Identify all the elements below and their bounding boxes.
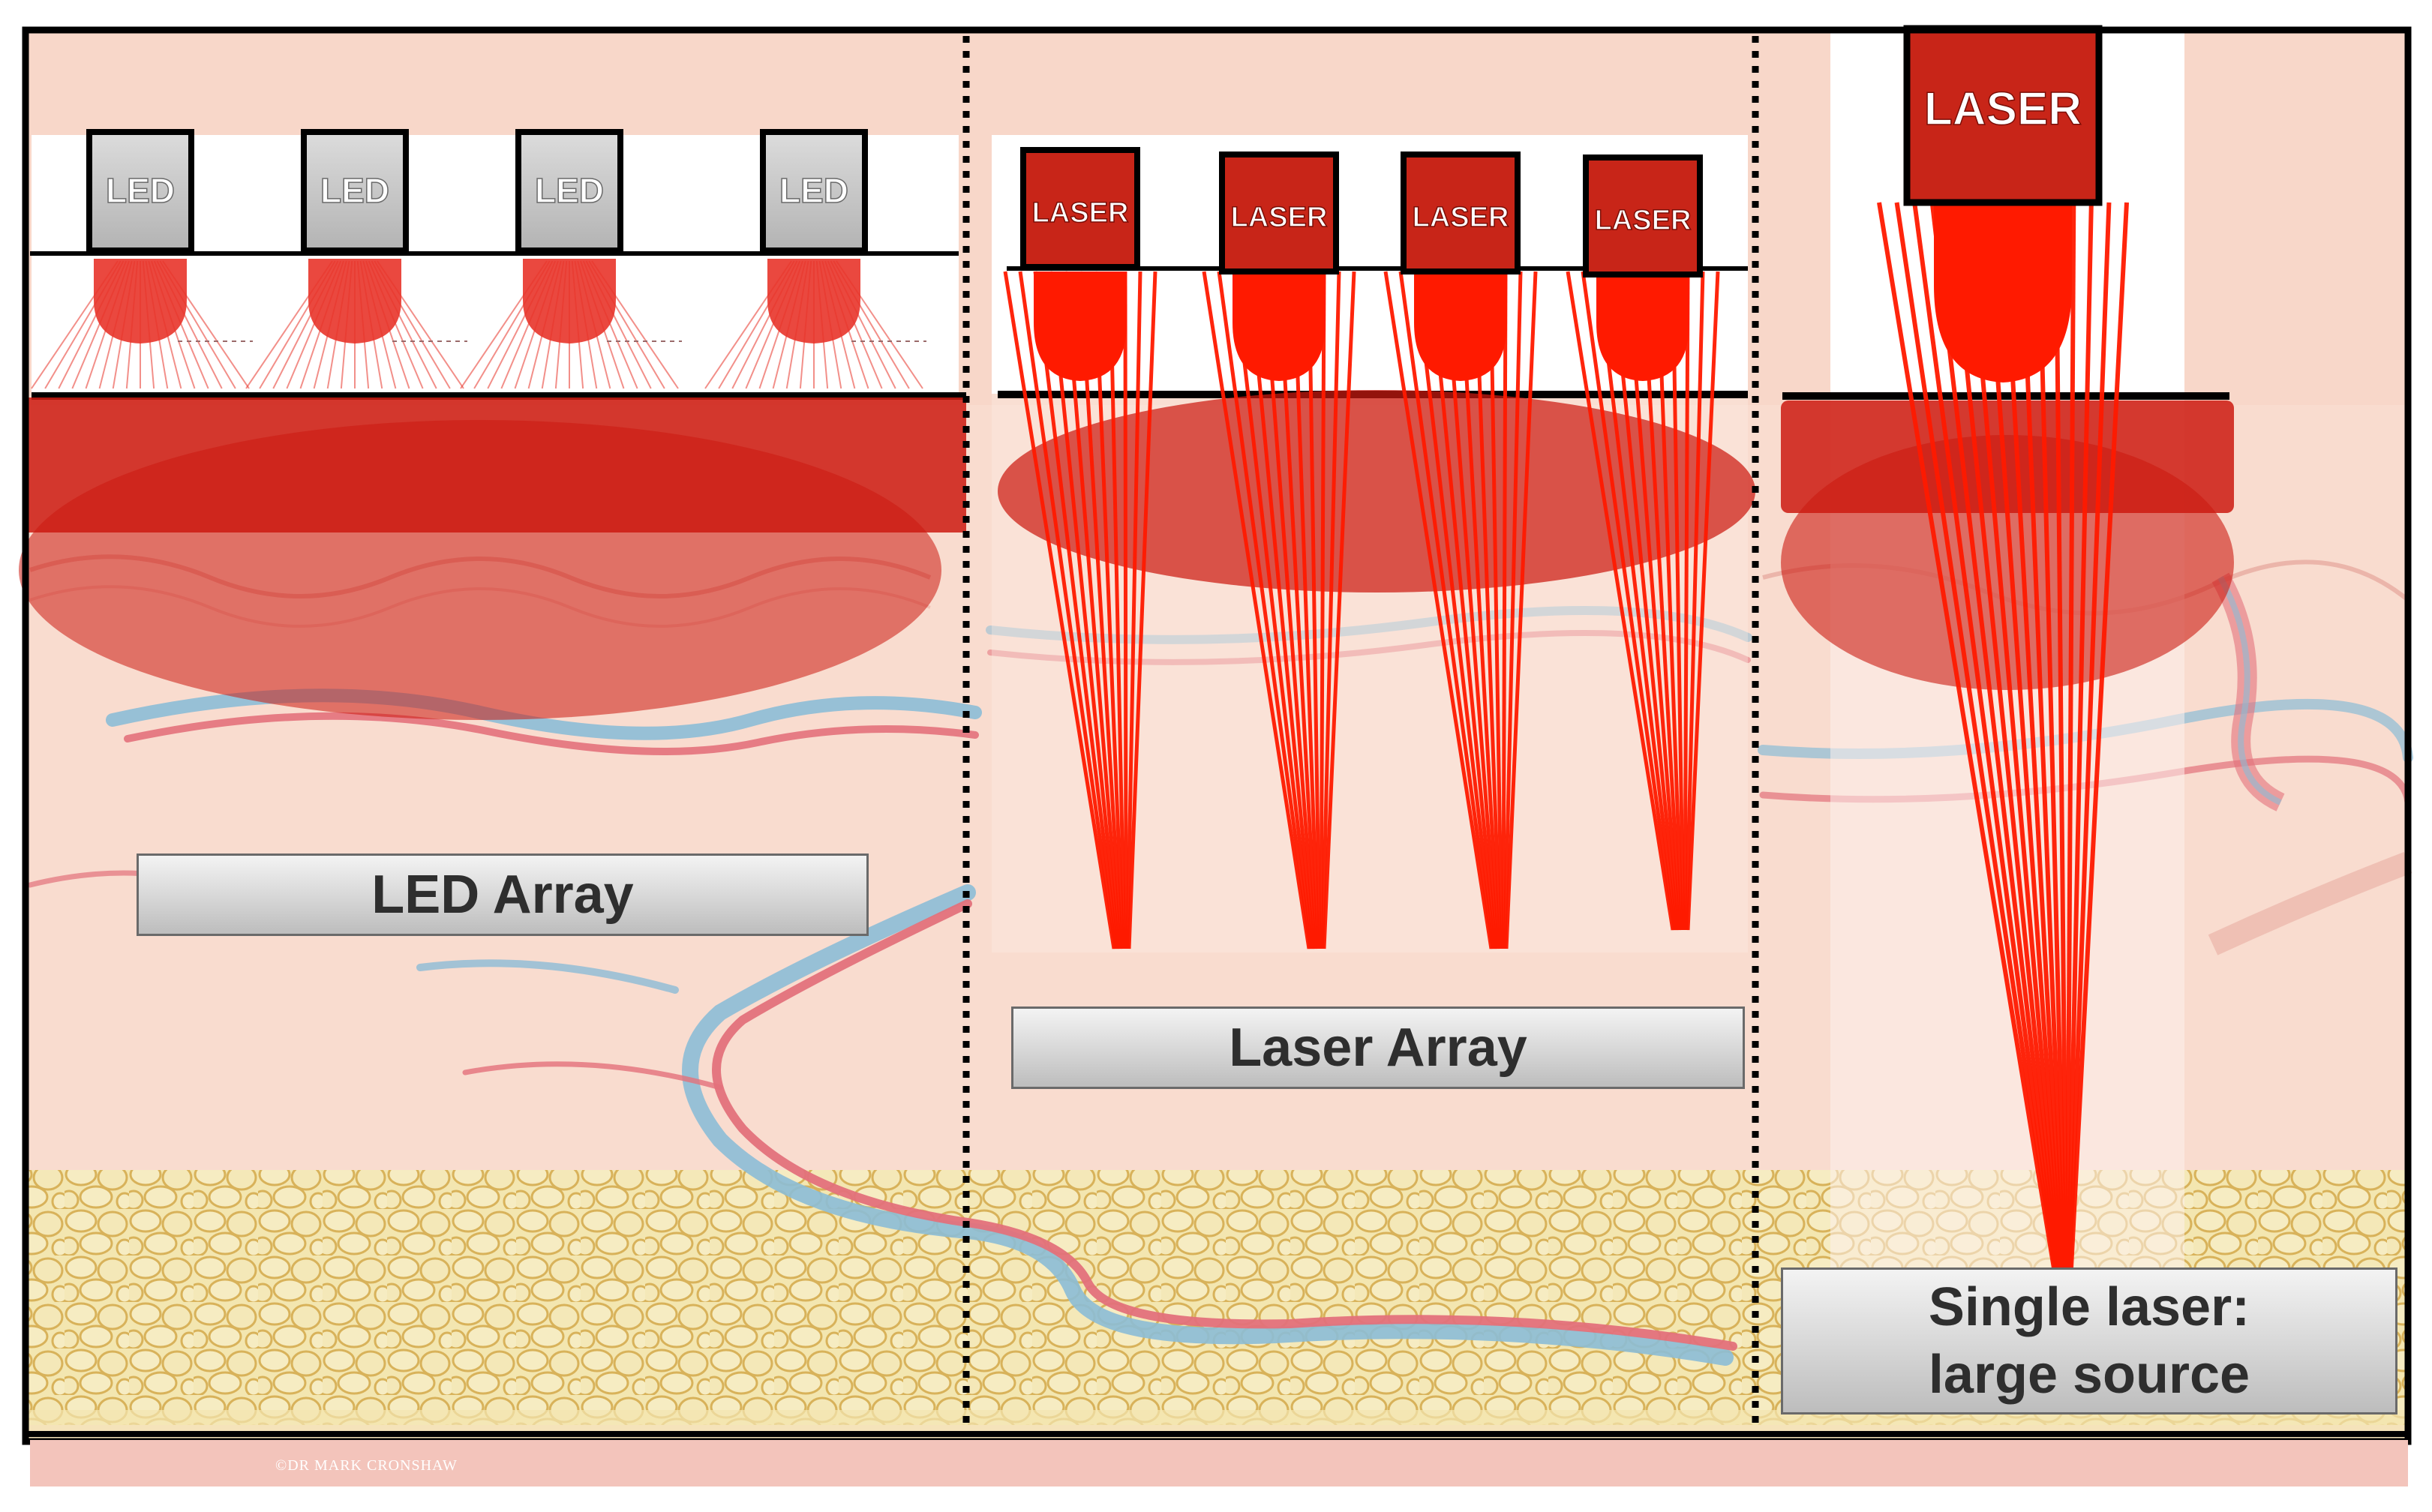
led-chip-label: LED (535, 171, 604, 210)
led-light-cone (767, 259, 860, 344)
laser-array-caption-text: Laser Array (1229, 1018, 1527, 1078)
laser-array-caption: Laser Array (1011, 1006, 1745, 1089)
led-tissue-ellipse (19, 420, 941, 720)
laser-array-beams (1202, 271, 1356, 950)
led-array-caption: LED Array (137, 854, 869, 936)
laser-array-tissue-ellipse (998, 390, 1755, 592)
laser-array-chip (1020, 147, 1140, 270)
led-array-caption-text: LED Array (371, 865, 634, 925)
laser-array-beams (1383, 271, 1538, 950)
credit-text: ©DR MARK CRONSHAW (275, 1457, 458, 1474)
laser-array-source-4: LASER (1566, 154, 1720, 931)
laser-array-source-3: LASER (1383, 152, 1538, 950)
single-laser-tissue-ellipse (1781, 435, 2234, 690)
laser-array-beams (1566, 271, 1720, 931)
laser-array-panel: LASER LASER LASER LASER (992, 135, 1755, 952)
laser-array-cone (1414, 272, 1507, 381)
led-sources: LED LED LED LED (31, 129, 926, 389)
single-laser-chip-label: LASER (1924, 83, 2082, 135)
laser-array-cone (1034, 272, 1127, 381)
led-light-cone (94, 259, 187, 344)
laser-array-source-1: LASER (1003, 147, 1157, 950)
led-chip (760, 129, 868, 254)
laser-array-beams (1003, 271, 1157, 950)
led-light-cone (308, 259, 401, 344)
led-panel: LED LED LED LED (19, 129, 966, 720)
led-light-cone (523, 259, 616, 344)
led-light-fan (31, 260, 250, 389)
led-source-2: LED (245, 129, 467, 389)
single-laser-cone (1934, 196, 2072, 382)
single-laser-source: LASER (1877, 25, 2129, 1276)
laser-array-source-2: LASER (1202, 152, 1356, 950)
laser-array-chip (1401, 152, 1521, 274)
led-chip-label: LED (779, 171, 848, 210)
laser-array-chip-label: LASER (1231, 202, 1328, 233)
single-laser-caption: Single laser: large source (1781, 1268, 2397, 1414)
hair-follicle (2208, 572, 2412, 956)
single-laser-caption-line2: large source (1928, 1345, 2250, 1405)
led-chip (86, 129, 194, 254)
bottom-strip (30, 1440, 2408, 1486)
laser-array-sources: LASER LASER LASER LASER (1003, 147, 1720, 950)
led-source-1: LED (31, 129, 253, 389)
single-laser-panel: LASER (1781, 25, 2234, 1282)
led-chip (301, 129, 409, 254)
single-laser-beams (1877, 202, 2129, 1276)
laser-array-chip-label: LASER (1413, 202, 1509, 233)
laser-array-cone (1596, 272, 1689, 381)
single-laser-caption-line1: Single laser: (1928, 1277, 2250, 1337)
laser-array-chip-label: LASER (1595, 205, 1692, 236)
laser-array-chip (1583, 154, 1703, 278)
laser-array-chip (1219, 152, 1339, 274)
laser-array-chip-label: LASER (1032, 197, 1129, 229)
led-chip-label: LED (106, 171, 175, 210)
laser-array-cone (1233, 272, 1326, 381)
led-chip-label: LED (320, 171, 389, 210)
led-source-3: LED (460, 129, 682, 389)
led-chip (515, 129, 623, 254)
led-source-4: LED (704, 129, 926, 389)
